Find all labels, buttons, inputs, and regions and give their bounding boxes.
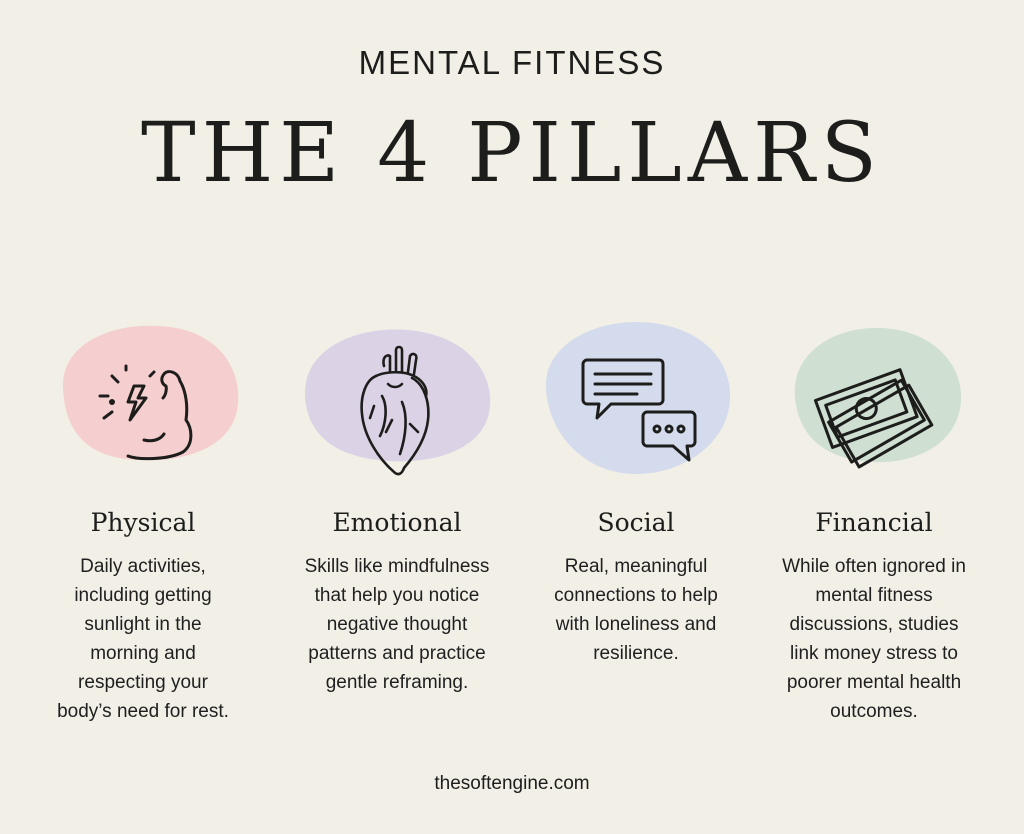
page-subtitle: MENTAL FITNESS <box>358 44 666 81</box>
footer-website: thesoftengine.com <box>434 773 590 794</box>
pillar-description: Real, meaningful connections to help wit… <box>554 556 718 664</box>
money-stack-icon <box>813 368 934 469</box>
pillar-background-blob <box>304 329 491 462</box>
chat-bubbles-icon <box>581 358 697 462</box>
pillar-description: Skills like mindfulness that help you no… <box>304 556 490 693</box>
flexed-bicep-icon <box>98 364 193 461</box>
anatomical-heart-icon <box>360 345 430 476</box>
pillar-name: Financial <box>815 508 933 537</box>
pillar-description: Daily activities, including getting sunl… <box>57 556 229 722</box>
pillar-background-blob <box>62 325 239 461</box>
pillar-name: Emotional <box>332 508 462 537</box>
page-title: THE 4 PILLARS <box>141 106 883 201</box>
pillar-name: Physical <box>90 508 196 537</box>
pillar-name: Social <box>597 508 675 537</box>
pillar-description: While often ignored in mental fitness di… <box>782 556 966 722</box>
